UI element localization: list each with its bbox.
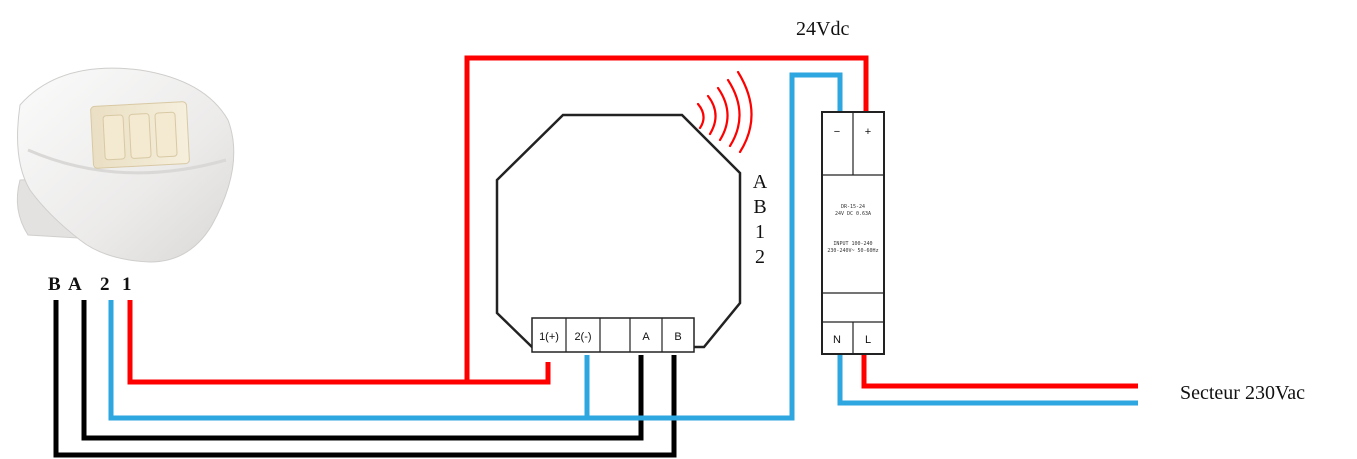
sensor-cell xyxy=(102,114,126,161)
psu-terminal-label: N xyxy=(833,334,841,346)
radio-module: 1(+) 2(-) A B xyxy=(495,113,742,353)
wire-bus-a xyxy=(81,300,644,441)
psu-terminal-label: − xyxy=(834,126,840,138)
module-terminal-label: 2(-) xyxy=(574,331,591,343)
module-body xyxy=(495,113,742,349)
wire-live-mains xyxy=(861,352,1138,389)
wire-bus-b xyxy=(53,300,677,458)
wire-negative-sensor xyxy=(108,72,843,421)
radio-waves-icon xyxy=(696,70,753,154)
module-terminal-label: B xyxy=(674,331,681,343)
module-terminal-block xyxy=(531,317,695,353)
supply-voltage-label: 24Vdc xyxy=(796,18,849,40)
module-terminal-label: A xyxy=(642,331,650,343)
psu-plate-text: 230-240V~ 50-60Hz xyxy=(827,248,878,254)
light-sensor xyxy=(16,67,235,263)
power-supply: − + N L DR-15-24 24V DC 0.63A INPUT 100-… xyxy=(821,111,885,355)
module-side-label: 2 xyxy=(755,246,765,268)
sensor-terminal-label: A xyxy=(68,274,82,295)
sensor-terminal-label: 2 xyxy=(100,274,110,295)
psu-terminal-label: + xyxy=(865,126,871,138)
module-side-label: B xyxy=(753,196,766,218)
sensor-terminal-label: B xyxy=(48,274,61,295)
mains-label: Secteur 230Vac xyxy=(1180,382,1305,404)
psu-plate-text: INPUT 100-240 xyxy=(833,241,872,247)
wire-positive-supply xyxy=(464,55,869,382)
psu-terminal-label: L xyxy=(865,334,871,346)
psu-plate-text: DR-15-24 xyxy=(841,204,865,210)
wire-positive-sensor xyxy=(127,300,551,385)
sensor-band xyxy=(27,148,227,175)
module-side-label: 1 xyxy=(755,221,765,243)
sensor-terminal-label: 1 xyxy=(122,274,132,295)
wire-neutral-mains xyxy=(837,352,1138,406)
psu-plate-text: 24V DC 0.63A xyxy=(835,211,871,217)
module-side-label: A xyxy=(753,171,768,193)
sensor-cell xyxy=(128,113,152,159)
module-terminal-label: 1(+) xyxy=(539,331,559,343)
sensor-cell xyxy=(154,111,178,158)
